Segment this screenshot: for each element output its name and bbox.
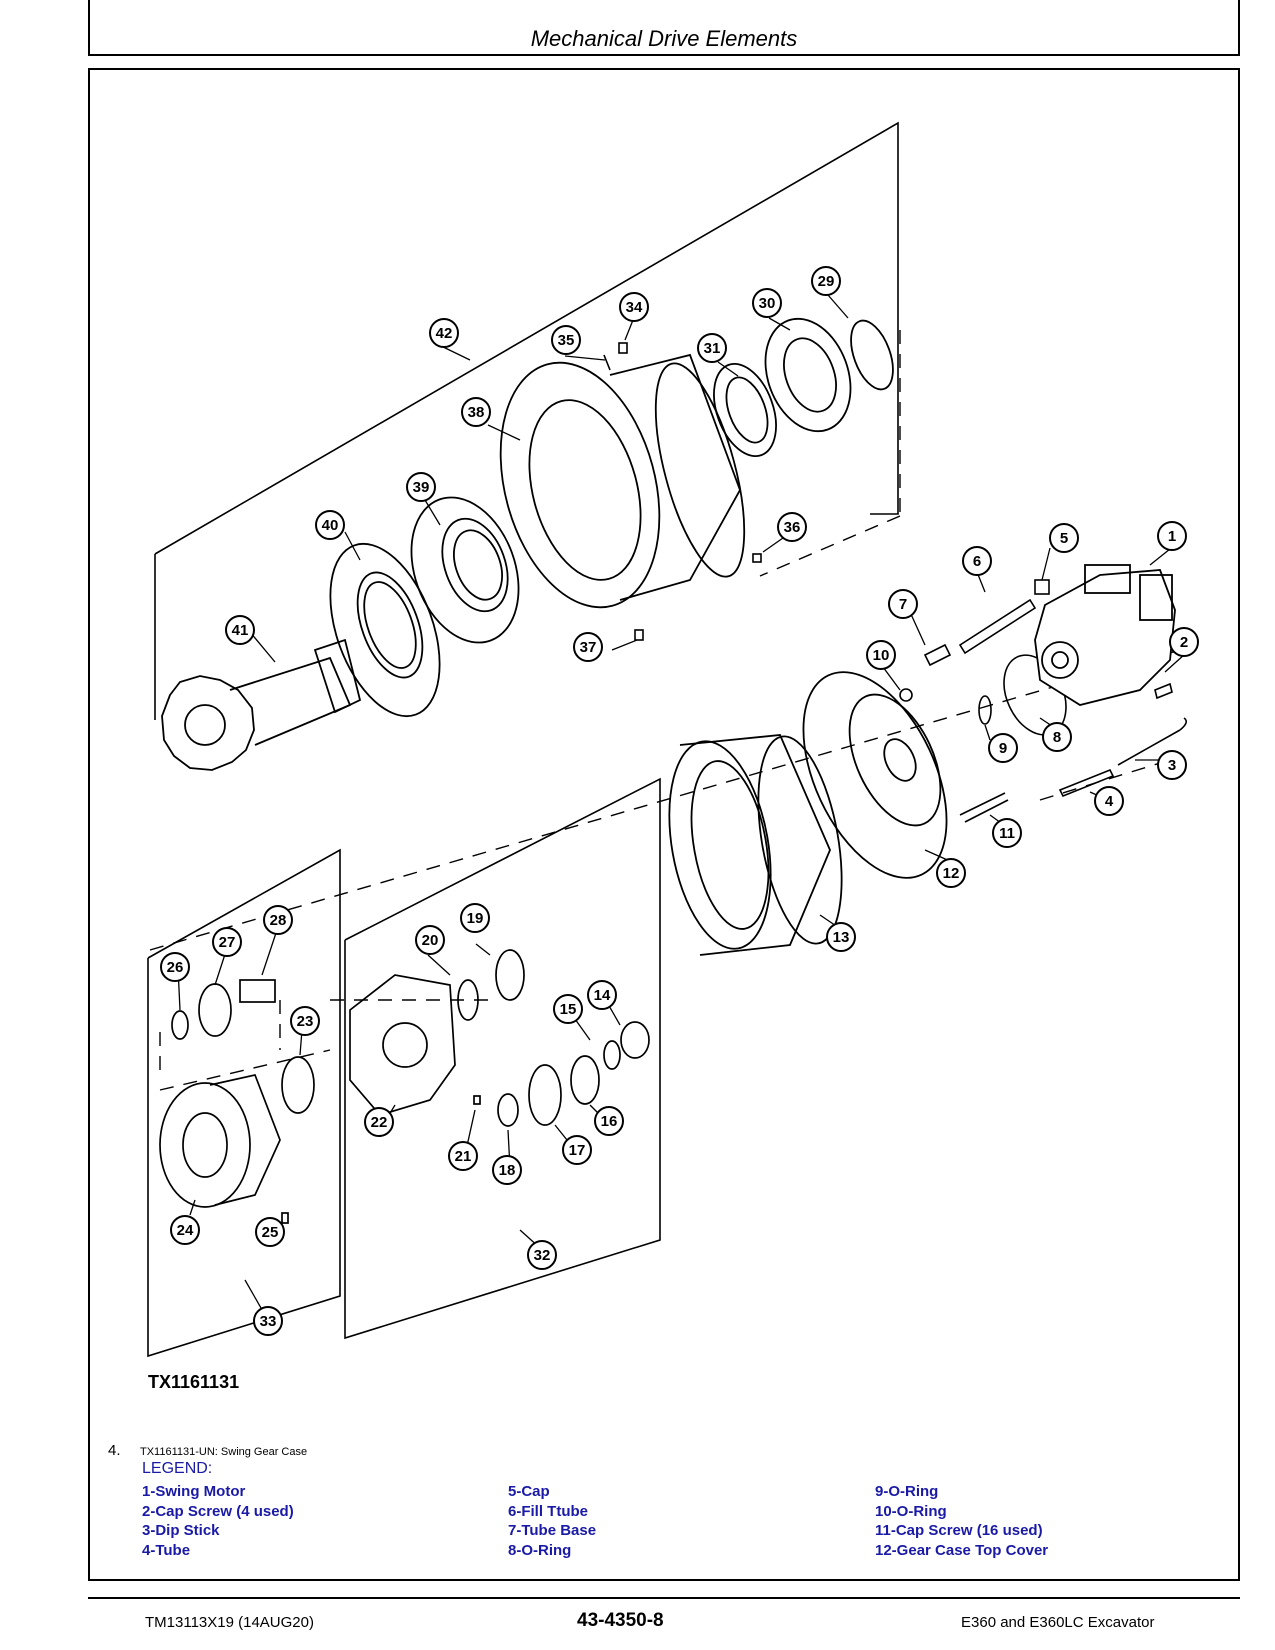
legend-item: 1-Swing Motor <box>142 1483 246 1500</box>
caption-text: TX1161131-UN: Swing Gear Case <box>140 1446 308 1458</box>
header-box: Mechanical Drive Elements <box>88 0 1240 56</box>
legend-item: 3-Dip Stick <box>142 1522 220 1539</box>
callout-39: 39 <box>406 472 436 502</box>
legend-item: 5-Cap <box>508 1483 550 1500</box>
legend-item: 10-O-Ring <box>875 1502 947 1520</box>
housing-38-part <box>499 353 746 609</box>
legend-item: 9-O-Ring <box>875 1483 939 1500</box>
footer-doc-id: TM13113X19 (14AUG20) <box>145 1614 314 1631</box>
callout-7: 7 <box>888 589 918 619</box>
callout-40: 40 <box>315 510 345 540</box>
callout-37: 37 <box>573 632 603 662</box>
callout-18: 18 <box>492 1155 522 1185</box>
legend-item: 11-Cap Screw (16 used) <box>875 1522 1043 1539</box>
callout-35: 35 <box>551 325 581 355</box>
callout-14: 14 <box>587 980 617 1010</box>
callout-3: 3 <box>1157 750 1187 780</box>
group-outlines <box>147 121 899 1358</box>
legend-title: LEGEND: <box>142 1460 213 1477</box>
callout-10: 10 <box>866 640 896 670</box>
bearing-39-part <box>410 496 520 644</box>
group-33-outline <box>147 848 341 1358</box>
callout-22: 22 <box>364 1107 394 1137</box>
callout-1: 1 <box>1157 521 1187 551</box>
callout-11: 11 <box>992 818 1022 848</box>
callout-12: 12 <box>936 858 966 888</box>
footer-page-number: 43-4350-8 <box>577 1610 664 1631</box>
callout-34: 34 <box>619 292 649 322</box>
assembly-lines <box>149 330 1181 1091</box>
callout-42: 42 <box>429 318 459 348</box>
callout-21: 21 <box>448 1141 478 1171</box>
callout-27: 27 <box>212 927 242 957</box>
swing-motor-part <box>1034 564 1176 706</box>
callout-15: 15 <box>553 994 583 1024</box>
callout-28: 28 <box>263 905 293 935</box>
callout-17: 17 <box>562 1135 592 1165</box>
callout-26: 26 <box>160 952 190 982</box>
legend-item: 7-Tube Base <box>508 1522 597 1539</box>
figure-frame <box>88 68 1240 1581</box>
callout-20: 20 <box>415 925 445 955</box>
ring-gear-13-part <box>668 734 843 956</box>
legend-item: 2-Cap Screw (4 used) <box>142 1502 294 1520</box>
callout-29: 29 <box>811 266 841 296</box>
legend-item: 8-O-Ring <box>508 1541 572 1559</box>
legend-item: 6-Fill Ttube <box>508 1502 588 1520</box>
legend-column-1: 1-Swing Motor 2-Cap Screw (4 used) 3-Dip… <box>142 1482 294 1560</box>
callout-41: 41 <box>225 615 255 645</box>
bearing-group-upper <box>713 317 894 458</box>
caption-number: 4. <box>108 1442 121 1459</box>
footer-rule <box>88 1597 1240 1599</box>
callout-9: 9 <box>988 733 1018 763</box>
callout-38: 38 <box>461 397 491 427</box>
top-cover-12-part <box>802 671 948 879</box>
callout-16: 16 <box>594 1106 624 1136</box>
callout-2: 2 <box>1169 627 1199 657</box>
seal-plate-part <box>329 542 441 718</box>
legend-column-2: 5-Cap 6-Fill Ttube 7-Tube Base 8-O-Ring <box>508 1482 596 1560</box>
callout-30: 30 <box>752 288 782 318</box>
leader-lines <box>177 294 1186 1316</box>
callout-36: 36 <box>777 512 807 542</box>
callout-25: 25 <box>255 1217 285 1247</box>
legend-column-3: 9-O-Ring 10-O-Ring 11-Cap Screw (16 used… <box>875 1482 1048 1560</box>
small-fasteners <box>603 342 762 641</box>
callout-32: 32 <box>527 1240 557 1270</box>
callout-6: 6 <box>962 546 992 576</box>
group-42-outline <box>154 121 899 555</box>
page-title: Mechanical Drive Elements <box>530 26 798 51</box>
tube-parts <box>923 579 1188 798</box>
figure-id: TX1161131 <box>148 1372 240 1392</box>
callout-13: 13 <box>826 922 856 952</box>
legend-item: 4-Tube <box>142 1541 191 1559</box>
footer-model: E360 and E360LC Excavator <box>961 1614 1155 1631</box>
group-32-outline <box>344 777 661 1340</box>
callout-24: 24 <box>170 1215 200 1245</box>
planetary-parts <box>159 949 650 1224</box>
callout-23: 23 <box>290 1006 320 1036</box>
callout-4: 4 <box>1094 786 1124 816</box>
callout-33: 33 <box>253 1306 283 1336</box>
callout-19: 19 <box>460 903 490 933</box>
callout-31: 31 <box>697 333 727 363</box>
legend-item: 12-Gear Case Top Cover <box>875 1541 1049 1559</box>
callout-5: 5 <box>1049 523 1079 553</box>
callout-8: 8 <box>1042 722 1072 752</box>
pinion-shaft-part <box>161 638 362 771</box>
